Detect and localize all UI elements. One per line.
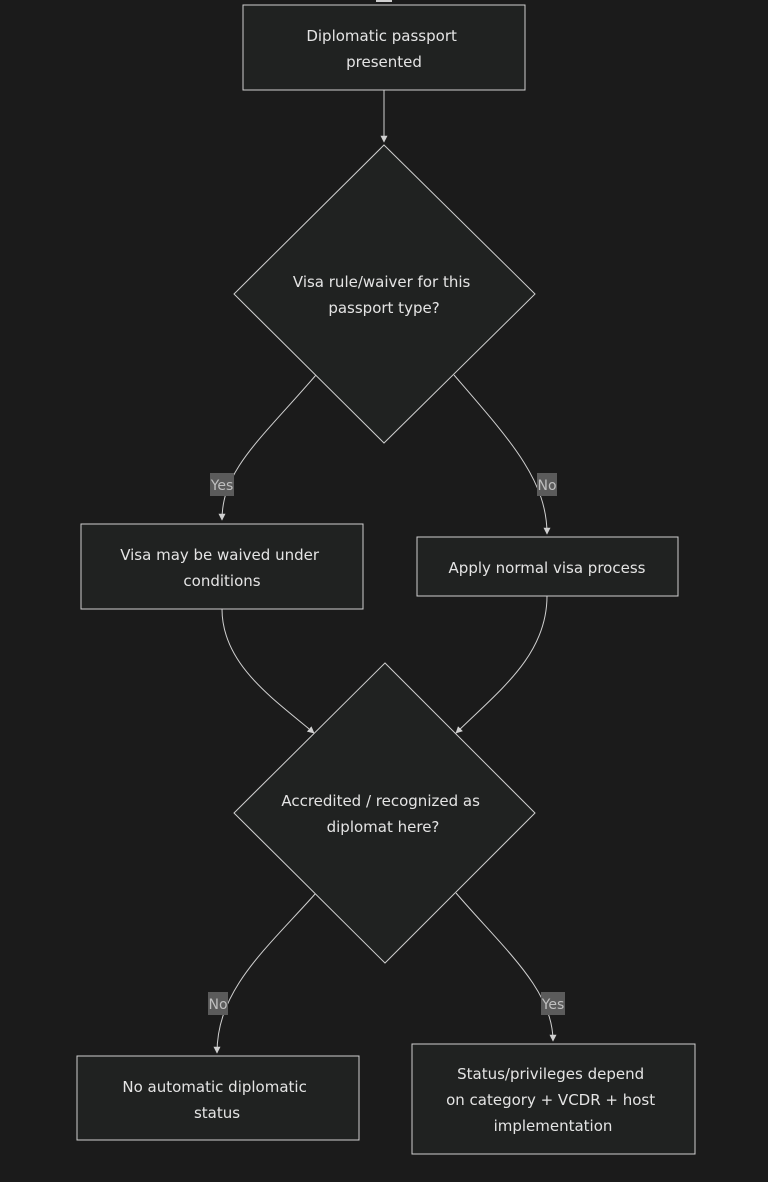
node-accredited-decision-line-1: Accredited / recognized as [281,792,480,810]
node-status-depends: Status/privileges depend on category + V… [411,1043,696,1155]
edge-accredited-yes [455,892,557,1042]
node-visa-waived-text: Visa may be waived under conditions [120,546,324,590]
node-no-status-text: No automatic diplomatic status [122,1078,311,1122]
edge-visa-no [453,374,551,535]
node-visa-decision-diamond [233,144,536,444]
edge-label-accredited-yes-bg [541,992,565,1015]
edge-waived-to-accredited [221,608,315,734]
edge-label-accredited-no-text: No [208,997,227,1013]
node-visa-decision-text: Visa rule/waiver for this passport type? [293,273,475,317]
node-status-depends-text: Status/privileges depend on category + V… [446,1065,660,1135]
node-start: Diplomatic passport presented [242,4,526,91]
node-status-depends-line-3: implementation [494,1117,613,1135]
edge-label-accredited-yes-text: Yes [541,997,565,1013]
edge-label-accredited-yes: Yes [541,992,565,1015]
edge-label-visa-no-bg [537,473,557,496]
edges [213,90,557,1054]
node-accredited-decision-diamond [233,662,536,964]
node-visa-waived-line-2: conditions [183,572,260,590]
edge-accredited-no [213,892,317,1054]
edge-label-visa-yes-text: Yes [210,478,234,494]
edge-label-visa-yes-bg [210,473,234,496]
edge-label-accredited-no-bg [208,992,228,1015]
node-start-line-2: presented [346,53,422,71]
node-normal-visa-text: Apply normal visa process [449,559,646,577]
node-visa-decision: Visa rule/waiver for this passport type? [233,144,536,444]
node-visa-decision-line-2: passport type? [328,299,439,317]
node-no-status-line-2: status [194,1104,240,1122]
node-start-box [242,4,526,91]
node-accredited-decision-text: Accredited / recognized as diplomat here… [281,792,484,836]
node-visa-decision-line-1: Visa rule/waiver for this [293,273,471,291]
node-accredited-decision-line-2: diplomat here? [327,818,440,836]
edge-label-accredited-no: No [208,992,228,1015]
node-no-status-box [76,1055,360,1141]
node-visa-waived: Visa may be waived under conditions [80,523,364,610]
edge-label-visa-no-text: No [537,478,556,494]
edge-label-visa-no: No [537,473,557,496]
node-normal-visa-box [416,536,679,597]
node-normal-visa: Apply normal visa process [416,536,679,597]
node-start-text: Diplomatic passport presented [306,27,461,71]
edge-visa-yes [218,374,317,521]
node-no-status-line-1: No automatic diplomatic [122,1078,306,1096]
node-visa-waived-line-1: Visa may be waived under [120,546,320,564]
node-status-depends-line-1: Status/privileges depend [457,1065,644,1083]
node-status-depends-box [411,1043,696,1155]
node-normal-visa-line-1: Apply normal visa process [449,559,646,577]
top-marker [376,0,392,2]
node-status-depends-line-2: on category + VCDR + host [446,1091,655,1109]
node-visa-waived-box [80,523,364,610]
node-start-line-1: Diplomatic passport [306,27,457,45]
edge-normal-to-accredited [455,595,548,734]
node-no-status: No automatic diplomatic status [76,1055,360,1141]
node-accredited-decision: Accredited / recognized as diplomat here… [233,662,536,964]
edge-label-visa-yes: Yes [210,473,234,496]
